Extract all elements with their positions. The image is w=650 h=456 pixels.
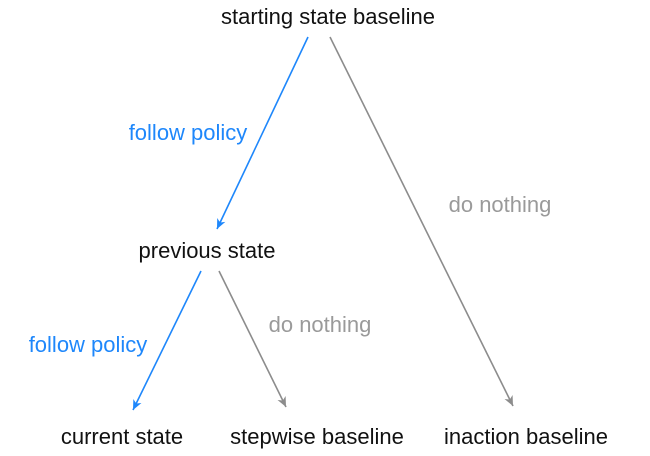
node-previous-state: previous state xyxy=(138,238,276,263)
node-current-state: current state xyxy=(60,424,184,449)
edge-follow-policy-1 xyxy=(216,36,309,230)
edge-label-follow-policy-2: follow policy xyxy=(28,332,148,357)
edge-follow-policy-2 xyxy=(132,270,202,411)
node-stepwise-baseline: stepwise baseline xyxy=(230,424,404,449)
edge-label-do-nothing-2: do nothing xyxy=(268,312,372,337)
node-inaction-baseline: inaction baseline xyxy=(444,424,608,449)
edge-label-follow-policy-1: follow policy xyxy=(128,120,248,145)
edge-label-do-nothing-1: do nothing xyxy=(448,192,552,217)
edge-do-nothing-2 xyxy=(218,270,287,408)
node-starting-state-baseline: starting state baseline xyxy=(220,4,436,29)
edge-do-nothing-1 xyxy=(329,36,514,407)
